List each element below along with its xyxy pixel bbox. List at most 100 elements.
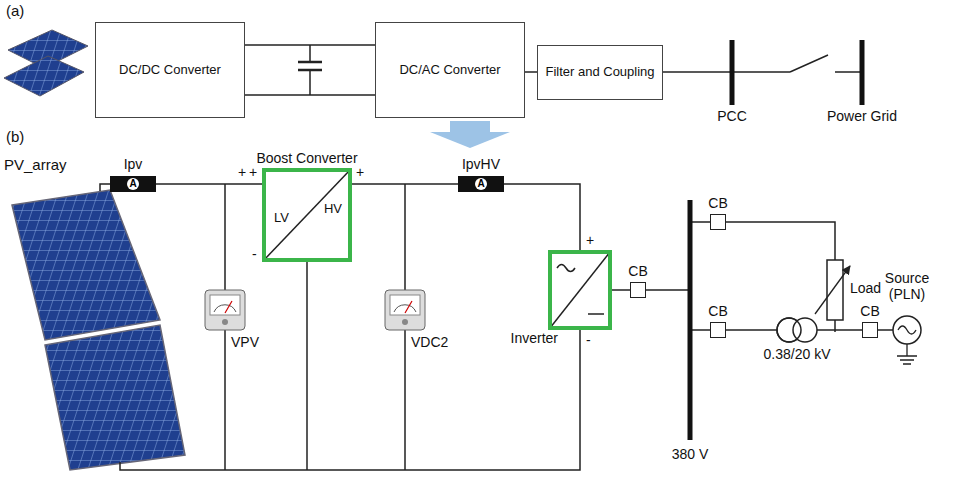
- process-box: Filter and Coupling: [537, 45, 662, 100]
- boost-converter-box: Boost ConverterHVLV: [262, 168, 352, 262]
- bus-bar: [730, 40, 735, 105]
- text-label: (b): [6, 128, 24, 145]
- node-label: Boost Converter: [256, 150, 357, 166]
- inverter-box: Inverter: [548, 250, 612, 330]
- wire: [306, 262, 308, 470]
- voltmeter-symbol: [405, 301, 412, 313]
- down-arrow: [430, 121, 510, 148]
- wire-connector: [525, 71, 537, 73]
- ac-source: [897, 344, 917, 364]
- text-label: 380 V: [672, 446, 709, 462]
- text-label: Source (PLN): [880, 270, 934, 302]
- node-sublabel: LV: [274, 211, 289, 226]
- voltmeter-symbol: [210, 295, 240, 315]
- wire: [878, 329, 893, 331]
- voltmeter-symbol: [205, 290, 245, 330]
- process-box: DC/DC Converter: [95, 22, 245, 118]
- wire-connector: [245, 44, 375, 46]
- node-label: DC/AC Converter: [399, 63, 500, 78]
- bus-bar: [860, 40, 865, 105]
- voltmeter-symbol: [222, 319, 228, 325]
- node-label: IpvHV: [462, 156, 500, 172]
- ac-source: [893, 316, 921, 344]
- load-resistor: [815, 260, 850, 320]
- wire: [660, 71, 732, 73]
- converter-symbol: [264, 170, 610, 328]
- bus-bar: [688, 200, 693, 440]
- converter-symbol: [557, 265, 575, 272]
- wire-connector: [504, 184, 580, 250]
- circuit-breaker: CB: [862, 322, 878, 338]
- capacitor-symbol: [298, 45, 322, 95]
- voltmeter-symbol: [225, 301, 232, 313]
- text-label: VPV: [231, 334, 259, 350]
- wire-connector: [156, 183, 262, 185]
- text-label: Power Grid: [827, 108, 897, 124]
- voltmeter-symbol: [402, 319, 408, 325]
- wire: [100, 184, 110, 191]
- text-label: Load: [850, 280, 881, 296]
- load-resistor: [815, 266, 850, 314]
- node-label: CB: [860, 303, 879, 319]
- bus-bar: [732, 40, 862, 105]
- wire: [100, 184, 893, 470]
- converter-symbol: [264, 170, 350, 260]
- ammeter-symbol: IpvHVA: [458, 176, 504, 192]
- node-sublabel: A: [475, 178, 487, 190]
- transformer-symbol: [777, 318, 817, 342]
- text-label: (a): [6, 2, 24, 19]
- ammeter-symbol: IpvA: [110, 176, 156, 192]
- pv-panel-small: [4, 56, 84, 96]
- voltmeter-symbol: [214, 305, 236, 312]
- voltmeter-symbol: [385, 290, 425, 330]
- capacitor-symbol: [298, 62, 322, 70]
- transformer-symbol: [777, 318, 801, 342]
- node-label: CB: [628, 263, 647, 279]
- text-label: +: [356, 164, 364, 180]
- voltmeter-symbol: [394, 305, 416, 312]
- wire: [120, 330, 580, 470]
- ac-source: [893, 316, 921, 364]
- ac-source: [898, 326, 916, 334]
- converter-symbol: [550, 252, 610, 328]
- node-label: Inverter: [511, 330, 558, 346]
- wire: [690, 329, 710, 331]
- node-label: Filter and Coupling: [545, 65, 654, 80]
- text-label: +: [586, 232, 594, 248]
- pv-array-image: [45, 325, 185, 470]
- pv-array-image: [12, 190, 160, 340]
- pv-array-image: [12, 190, 185, 470]
- wire-connector: [612, 289, 630, 291]
- node-sublabel: A: [127, 178, 139, 190]
- node-label: Ipv: [124, 156, 143, 172]
- text-label: -: [586, 332, 591, 348]
- text-label: 0.38/20 kV: [764, 346, 831, 362]
- voltmeter-symbol: [205, 290, 245, 330]
- voltmeter-symbol: [390, 295, 420, 315]
- node-label: CB: [708, 303, 727, 319]
- load-resistor: [827, 260, 843, 320]
- circuit-breaker: CB: [630, 282, 646, 298]
- voltmeter-symbol: [385, 290, 425, 330]
- text-label: PV_array: [4, 156, 67, 173]
- converter-symbol: [588, 313, 604, 315]
- pv-panel-small: [4, 30, 88, 96]
- text-label: VDC2: [411, 334, 448, 350]
- node-sublabel: HV: [324, 202, 342, 217]
- bus-bar: [690, 200, 691, 440]
- node-label: DC/DC Converter: [119, 63, 221, 78]
- text-label: +: [238, 164, 246, 180]
- down-arrow: [430, 121, 510, 148]
- text-label: -: [252, 246, 257, 262]
- wire: [732, 55, 862, 72]
- wire-connector: [352, 183, 458, 185]
- node-label: CB: [708, 195, 727, 211]
- text-label: PCC: [717, 108, 747, 124]
- text-label: +: [249, 164, 257, 180]
- process-box: DC/AC Converter: [375, 22, 525, 118]
- circuit-breaker: CB: [710, 214, 726, 230]
- circuit-breaker: CB: [710, 322, 726, 338]
- wire: [646, 289, 690, 291]
